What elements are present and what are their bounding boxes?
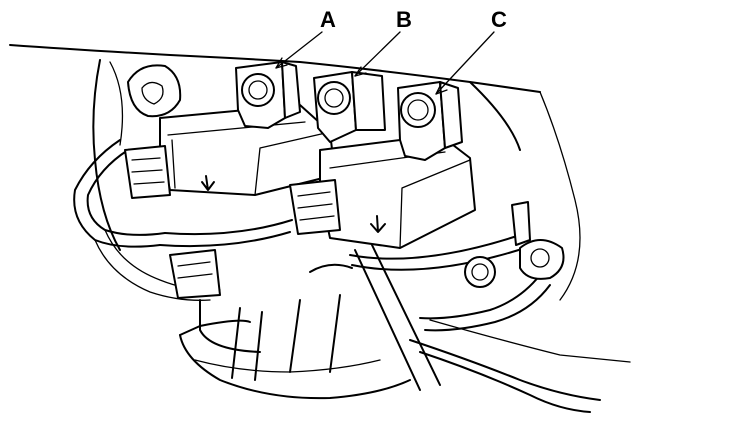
callout-label-b: B [396, 7, 412, 32]
arrow-icon-right [370, 215, 386, 233]
lower-bracket [199, 244, 441, 391]
terminal-a [235, 61, 301, 129]
leader-arrow-a [275, 57, 288, 69]
leader-line-a [275, 31, 323, 69]
mounting-bracket-left [127, 64, 182, 118]
base-plate [179, 319, 631, 413]
terminal-c [397, 81, 463, 161]
wire-harness-left [73, 139, 293, 301]
connector-right [289, 179, 341, 235]
wire-harness-right [349, 201, 551, 332]
leader-arrow-b [354, 66, 367, 77]
arrow-icon-left [201, 175, 215, 191]
ground-bolt-right [464, 239, 565, 288]
leader-lines [275, 31, 495, 95]
connector-lower [169, 249, 221, 299]
callout-label-c: C [491, 7, 507, 32]
leader-arrow-c [435, 83, 448, 95]
relay-right [319, 134, 476, 249]
leader-line-b [354, 31, 401, 77]
callout-label-a: A [320, 7, 336, 32]
connector-left [124, 145, 171, 199]
leader-line-c [435, 31, 495, 95]
terminal-b [313, 71, 386, 143]
